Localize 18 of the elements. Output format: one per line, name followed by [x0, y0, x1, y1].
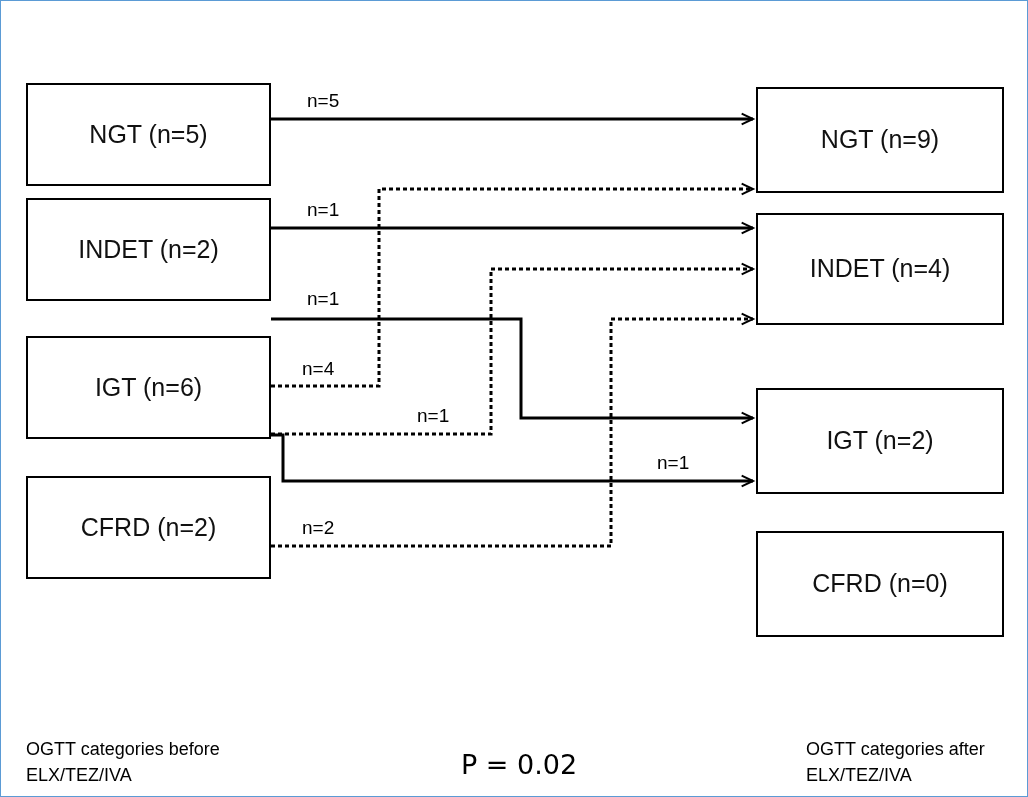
dashed-arrow — [271, 312, 754, 548]
arrow — [271, 112, 754, 126]
axis-caption: OGTT categories before ELX/TEZ/IVA — [26, 738, 221, 787]
arrow — [271, 433, 754, 488]
category-box: NGT (n=9) — [756, 87, 1004, 193]
axis-caption: OGTT categories after ELX/TEZ/IVA — [806, 738, 986, 787]
category-box: IGT (n=2) — [756, 388, 1004, 494]
dashed-arrow — [271, 182, 754, 388]
category-box: IGT (n=6) — [26, 336, 271, 439]
category-box: INDET (n=2) — [26, 198, 271, 301]
arrow — [271, 221, 754, 235]
arrow — [271, 317, 754, 425]
category-box: INDET (n=4) — [756, 213, 1004, 325]
p-value: P = 0.02 — [461, 749, 578, 781]
category-box: NGT (n=5) — [26, 83, 271, 186]
dashed-arrow — [271, 262, 754, 436]
category-box: CFRD (n=0) — [756, 531, 1004, 637]
category-box: CFRD (n=2) — [26, 476, 271, 579]
